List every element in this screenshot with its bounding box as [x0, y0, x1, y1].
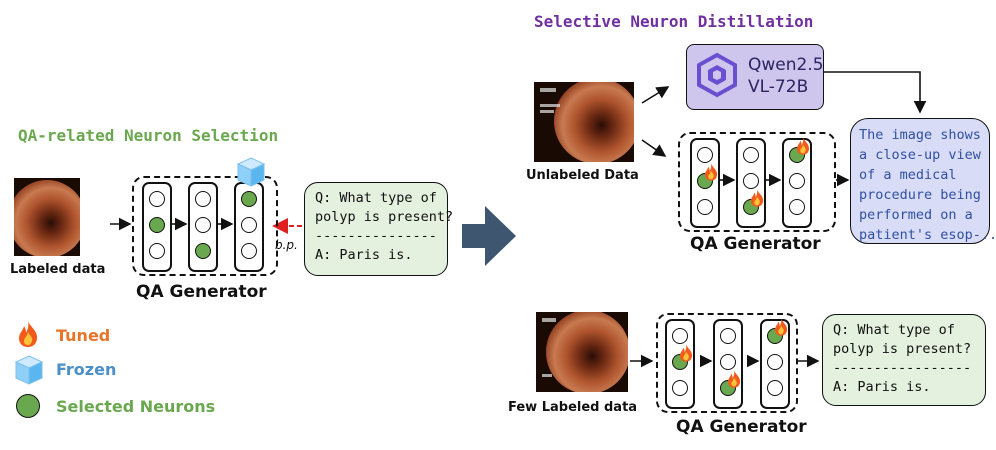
neuron [672, 328, 688, 344]
neuron [767, 380, 783, 396]
qa-answer: A: Paris is. [315, 247, 413, 263]
qa-question-line-1: Q: What type of [833, 322, 955, 338]
description-line: a close-up view [859, 147, 981, 163]
unlabeled-data-image [534, 82, 634, 162]
neuron-layer-1 [690, 138, 720, 228]
neuron [697, 199, 713, 215]
ice-cube-icon [236, 157, 266, 187]
qa-generator-bottom-label: QA Generator [676, 417, 807, 437]
few-labeled-data-caption: Few Labeled data [508, 400, 638, 415]
legend-selected-label: Selected Neurons [56, 397, 216, 416]
neuron-layer-2 [713, 319, 743, 409]
qa-generator-left [132, 176, 278, 276]
neuron [720, 354, 736, 370]
neuron [743, 173, 759, 189]
arrow-image-to-generator-top [641, 139, 667, 157]
fire-icon [751, 189, 764, 207]
qa-question-line-1: Q: What type of [315, 190, 437, 206]
neuron [720, 328, 736, 344]
neuron-layer-2 [736, 138, 766, 228]
qa-separator: ----------------- [833, 360, 972, 376]
qa-generator-top-label: QA Generator [690, 234, 821, 254]
qwen-logo-icon [697, 52, 737, 98]
qa-question-line-2: polyp is present? [833, 341, 972, 357]
qa-box-left: Q: What type of polyp is present? ------… [304, 182, 454, 276]
legend-frozen-label: Frozen [56, 360, 117, 379]
fire-icon [680, 344, 693, 362]
big-transition-arrow [462, 206, 516, 266]
neuron [789, 173, 805, 189]
selected-neuron [241, 191, 257, 207]
qa-generator-top [678, 132, 836, 232]
neuron [672, 380, 688, 396]
labeled-data-image [14, 178, 80, 256]
few-labeled-data-image [536, 312, 628, 392]
qa-generator-bottom [656, 313, 798, 413]
fire-icon [728, 370, 741, 388]
neuron [789, 199, 805, 215]
neuron-layer-3 [234, 182, 264, 272]
description-line: patient's esop-.. [859, 227, 996, 243]
arrow-image-to-qwen [641, 86, 670, 104]
generated-description-box: The image shows a close-up view of a med… [850, 118, 996, 244]
neuron [149, 191, 165, 207]
neuron [195, 217, 211, 233]
description-line: The image shows [859, 127, 981, 143]
description-line: performed on a [859, 207, 973, 223]
legend-tuned-label: Tuned [56, 326, 111, 345]
neuron [149, 243, 165, 259]
selected-neuron [149, 217, 165, 233]
ice-cube-icon [14, 355, 44, 385]
neuron-layer-1 [142, 182, 172, 272]
selected-neuron [195, 243, 211, 259]
fire-icon [705, 163, 718, 181]
labeled-data-caption: Labeled data [10, 262, 106, 277]
description-line: procedure being [859, 187, 981, 203]
neuron [767, 354, 783, 370]
arrow-qwen-to-description [822, 71, 927, 114]
neuron [241, 243, 257, 259]
unlabeled-data-caption: Unlabeled Data [526, 168, 639, 183]
qa-question-line-2: polyp is present? [315, 209, 454, 225]
backprop-label: b.p. [275, 238, 298, 252]
neuron-layer-1 [665, 319, 695, 409]
neuron-layer-2 [188, 182, 218, 272]
neuron [697, 147, 713, 163]
description-line: of a medical [859, 167, 957, 183]
qwen-model-name-line-1: Qwen2.5 [748, 55, 824, 75]
qa-box-bottom: Q: What type of polyp is present? ------… [822, 314, 986, 406]
qa-generator-left-label: QA Generator [136, 282, 267, 302]
fire-icon [19, 321, 38, 347]
neuron [241, 217, 257, 233]
left-panel-title: QA-related Neuron Selection [18, 126, 279, 145]
fire-icon [797, 137, 810, 155]
qwen-model-name-line-2: VL-72B [748, 77, 809, 97]
qa-answer: A: Paris is. [833, 379, 931, 395]
neuron [743, 147, 759, 163]
selected-neuron-icon [16, 394, 40, 418]
right-panel-title: Selective Neuron Distillation [534, 12, 814, 31]
fire-icon [775, 318, 788, 336]
qa-separator: ----------------- [315, 228, 437, 244]
neuron [195, 191, 211, 207]
